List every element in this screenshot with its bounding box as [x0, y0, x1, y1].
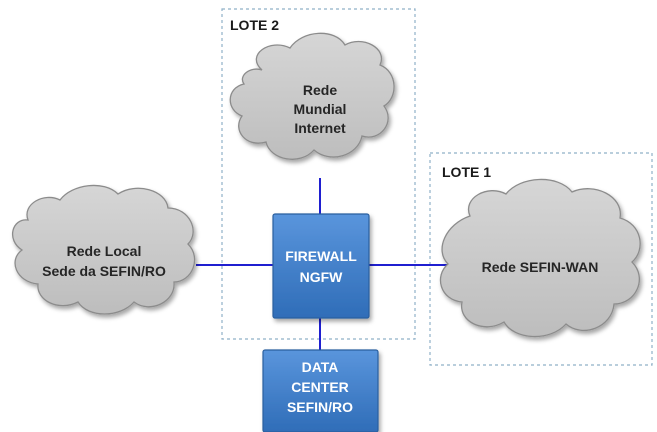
lote1-label: LOTE 1	[442, 164, 491, 180]
datacenter-line1: DATA	[302, 359, 339, 375]
firewall-line2: NGFW	[300, 269, 344, 285]
cloud-wan	[439, 178, 641, 338]
cloud-internet	[229, 32, 395, 160]
cloud-local-line2: Sede da SEFIN/RO	[42, 263, 166, 279]
datacenter-box	[262, 349, 379, 432]
cloud-local	[11, 184, 196, 315]
cloud-internet-line3: Internet	[294, 120, 346, 136]
lote2-region	[221, 8, 416, 340]
cloud-local-line1: Rede Local	[67, 243, 142, 259]
lote1-region	[429, 152, 653, 366]
datacenter-line2: CENTER	[291, 379, 349, 395]
cloud-internet-line1: Rede	[303, 82, 337, 98]
firewall-line1: FIREWALL	[285, 248, 357, 264]
cloud-wan-line1: Rede SEFIN-WAN	[482, 259, 599, 275]
cloud-internet-line2: Mundial	[294, 101, 347, 117]
datacenter-line3: SEFIN/RO	[287, 399, 353, 415]
lote2-label: LOTE 2	[230, 17, 279, 33]
firewall-box	[272, 213, 370, 319]
